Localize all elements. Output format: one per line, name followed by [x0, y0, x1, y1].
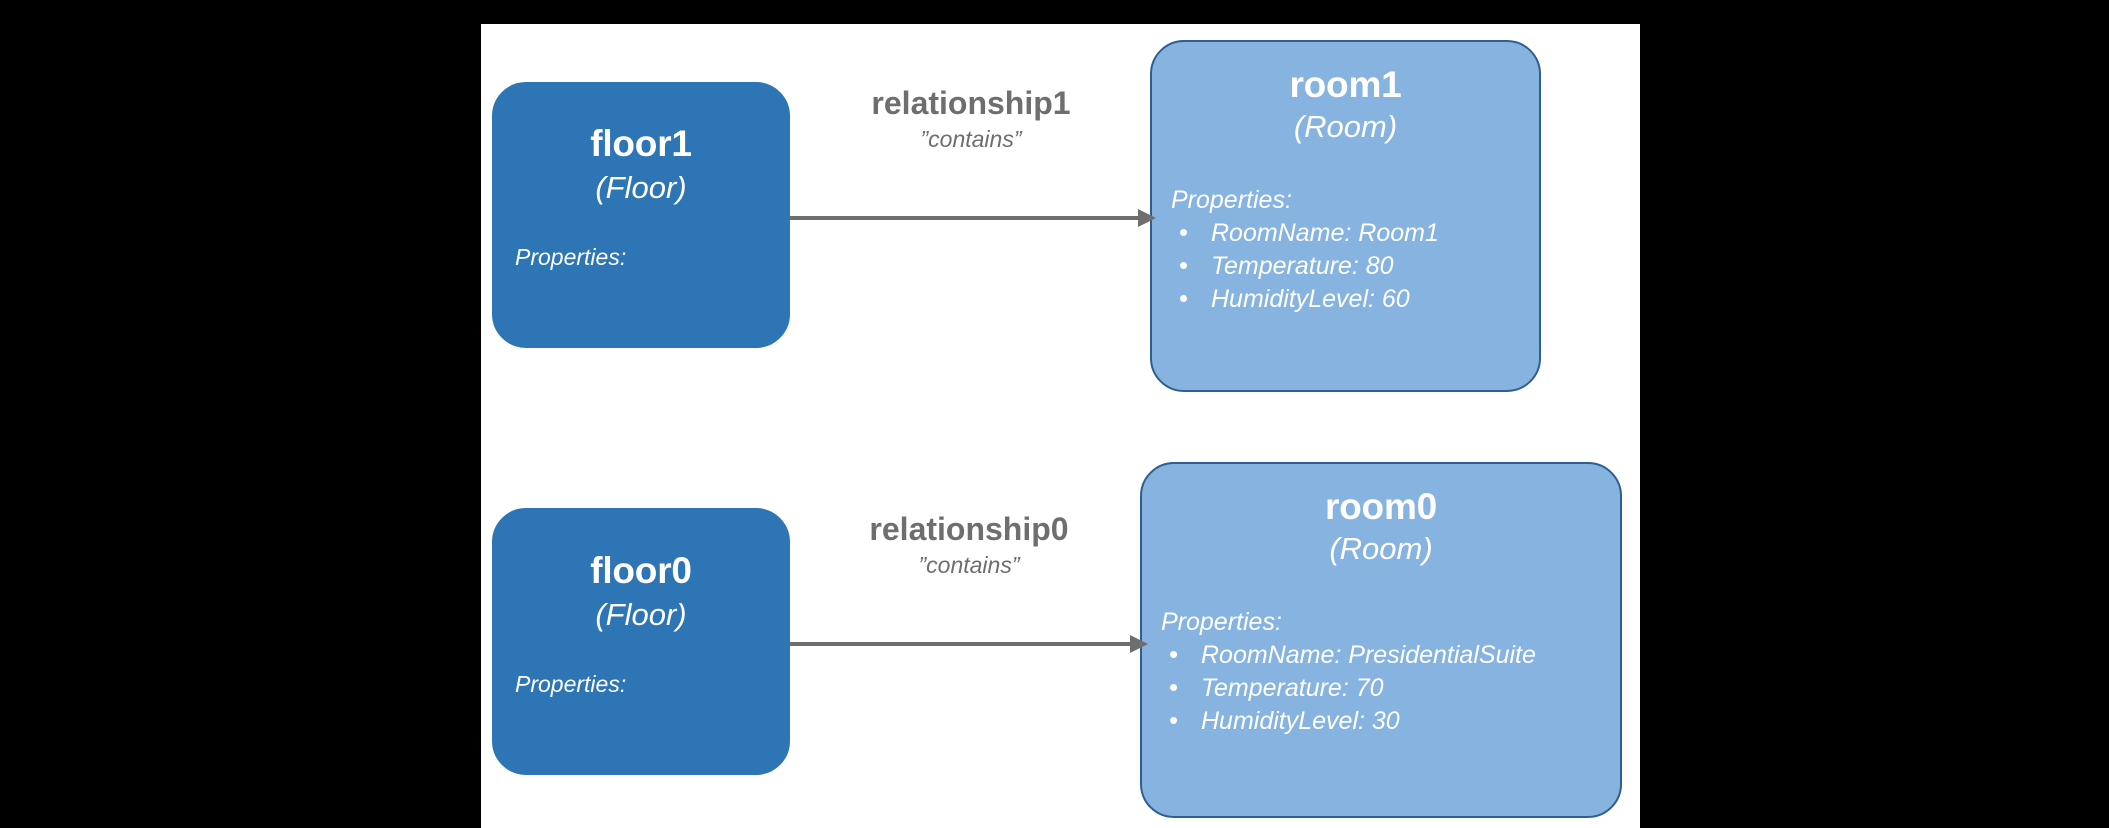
- arrow-right-icon: [790, 635, 1148, 653]
- edge-relationship1-labels: relationship1 ”contains”: [781, 85, 1161, 154]
- node-floor0-properties-label: Properties:: [515, 670, 627, 697]
- property-item: • Temperature: 80: [1171, 250, 1539, 283]
- node-floor1-properties-label: Properties:: [515, 243, 627, 270]
- edge-relationship0-labels: relationship0 ”contains”: [779, 511, 1159, 580]
- node-room0-properties-label: Properties:: [1161, 607, 1282, 636]
- edge-relationship1-kind: ”contains”: [920, 126, 1022, 153]
- node-room1-head: room1 (Room): [1152, 66, 1539, 145]
- property-text: Temperature: 70: [1201, 673, 1384, 702]
- node-floor1[interactable]: floor1 (Floor) Properties:: [492, 82, 790, 348]
- property-text: HumidityLevel: 30: [1201, 706, 1400, 735]
- arrow-right-icon: [790, 209, 1156, 227]
- node-room0-properties-list: • RoomName: PresidentialSuite • Temperature…: [1161, 639, 1620, 738]
- node-room0[interactable]: room0 (Room) Properties: • RoomName: Pres…: [1140, 462, 1622, 818]
- property-item: • Temperature: 70: [1161, 672, 1620, 705]
- node-room1[interactable]: room1 (Room) Properties: • RoomName: Room…: [1150, 40, 1541, 392]
- property-item: • HumidityLevel: 60: [1171, 283, 1539, 316]
- node-room0-head: room0 (Room): [1142, 488, 1620, 567]
- bullet-icon: •: [1169, 638, 1179, 669]
- property-text: HumidityLevel: 60: [1211, 284, 1410, 313]
- edge-relationship0-kind: ”contains”: [918, 552, 1020, 579]
- node-room0-title: room0: [1324, 486, 1438, 527]
- bullet-icon: •: [1179, 216, 1189, 247]
- node-floor0[interactable]: floor0 (Floor) Properties:: [492, 508, 790, 775]
- property-text: RoomName: Room1: [1211, 218, 1439, 247]
- bullet-icon: •: [1169, 671, 1179, 702]
- bullet-icon: •: [1169, 704, 1179, 735]
- edge-relationship1-arrow[interactable]: [790, 207, 1156, 229]
- node-floor0-title: floor0: [590, 550, 692, 591]
- node-floor0-head: floor0 (Floor): [493, 552, 789, 633]
- edge-relationship0-arrow[interactable]: [790, 633, 1148, 655]
- node-room1-properties-list: • RoomName: Room1 • Temperature: 80 • Humidit…: [1171, 217, 1539, 316]
- property-item: • RoomName: PresidentialSuite: [1161, 639, 1620, 672]
- node-room0-model: (Room): [1329, 531, 1433, 566]
- property-text: Temperature: 80: [1211, 251, 1394, 280]
- node-floor1-head: floor1 (Floor): [493, 125, 789, 206]
- edge-relationship0-name: relationship0: [869, 511, 1069, 547]
- slide-canvas: floor1 (Floor) Properties: room1 (Room) …: [481, 24, 1640, 828]
- node-room1-properties-label: Properties:: [1171, 185, 1292, 214]
- node-floor1-model: (Floor): [595, 170, 687, 205]
- edge-relationship1-name: relationship1: [871, 85, 1071, 121]
- node-floor1-title: floor1: [590, 123, 692, 164]
- property-text: RoomName: PresidentialSuite: [1201, 640, 1536, 669]
- node-floor0-model: (Floor): [595, 597, 687, 632]
- property-item: • HumidityLevel: 30: [1161, 705, 1620, 738]
- bullet-icon: •: [1179, 249, 1189, 280]
- node-room1-model: (Room): [1293, 109, 1398, 144]
- bullet-icon: •: [1179, 282, 1189, 313]
- property-item: • RoomName: Room1: [1171, 217, 1539, 250]
- node-room1-title: room1: [1289, 64, 1402, 105]
